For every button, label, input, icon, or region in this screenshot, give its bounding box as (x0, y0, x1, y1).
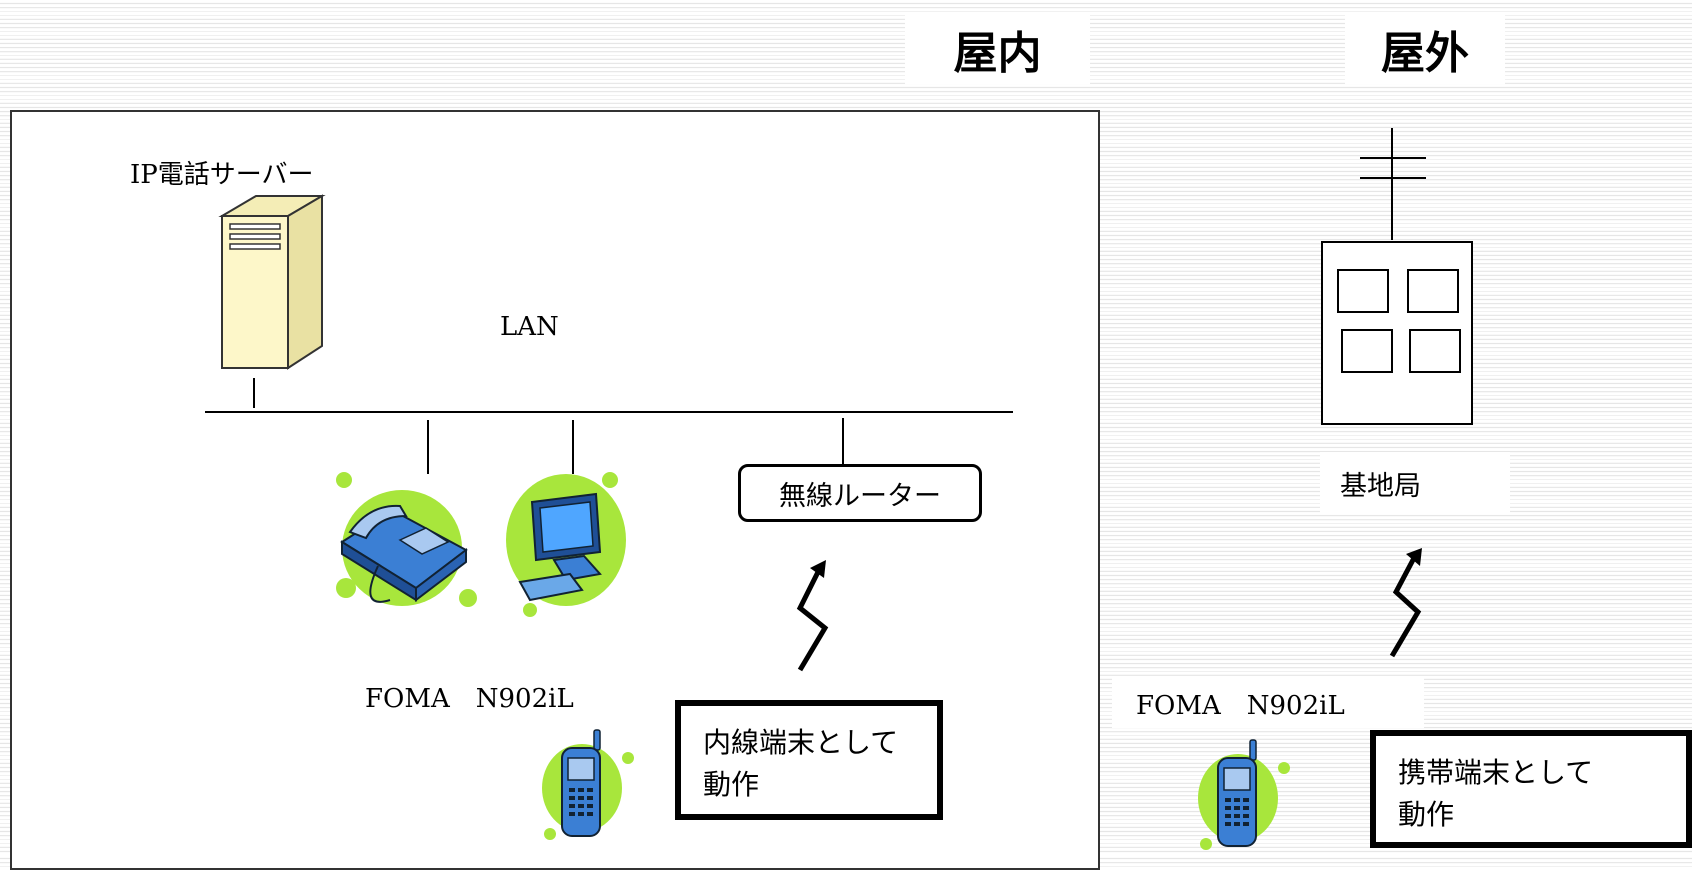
base-station-label: 基地局 (1320, 452, 1510, 514)
mobile-mode-line2: 動作 (1398, 798, 1455, 831)
wireless-router: 無線ルーター (738, 464, 982, 522)
outdoor-device-label: FOMA N902iL (1112, 678, 1424, 728)
indoor-device-label: FOMA N902iL (365, 684, 574, 714)
server-label: IP電話サーバー (130, 160, 314, 190)
outdoor-device-text: FOMA N902iL (1136, 690, 1345, 721)
desk-phone-icon (336, 472, 477, 607)
mobile-mode-line1: 携帯端末として (1398, 756, 1594, 789)
mobile-mode-box: 携帯端末として 動作 (1370, 730, 1692, 848)
extension-mode-line2: 動作 (703, 768, 760, 801)
extension-mode-line1: 内線端末として (703, 726, 899, 759)
outdoor-signal-icon (1389, 548, 1422, 658)
wireless-signal-icon (796, 560, 829, 672)
computer-icon (506, 472, 626, 617)
indoor-heading: 屋内 (905, 14, 1090, 84)
outdoor-mobile-phone-icon (1198, 739, 1290, 850)
mobile-phone-icon (542, 729, 634, 840)
base-station-icon (1321, 128, 1473, 425)
router-label: 無線ルーター (779, 480, 941, 512)
lan-label: LAN (500, 312, 559, 342)
extension-mode-box: 内線端末として 動作 (675, 700, 943, 820)
server-icon (218, 194, 326, 370)
outdoor-heading: 屋外 (1345, 14, 1505, 84)
base-station-text: 基地局 (1340, 470, 1421, 502)
